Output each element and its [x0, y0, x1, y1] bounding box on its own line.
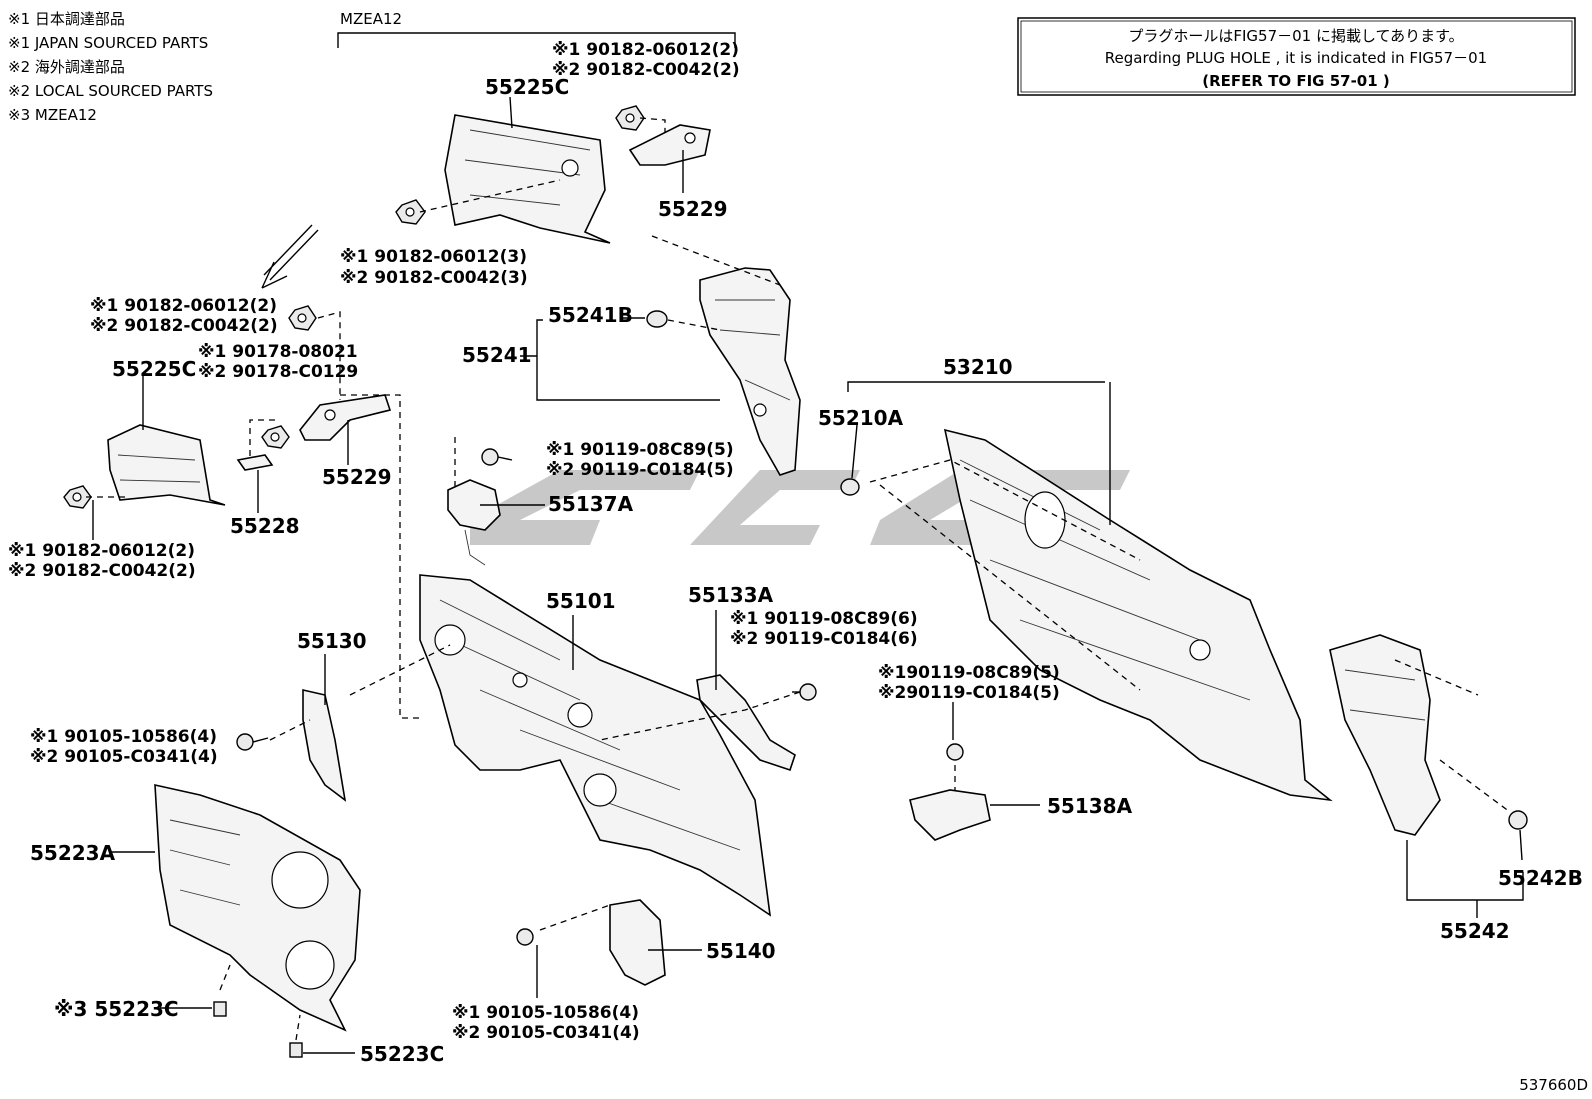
- callout-55101[interactable]: 55101: [546, 589, 616, 613]
- svg-text:※290119-C0184(5): ※290119-C0184(5): [878, 683, 1060, 703]
- part-55133a-shape: [696, 674, 796, 772]
- legend-line-3: ※2 海外調達部品: [8, 58, 125, 76]
- legend-line-5: ※3 MZEA12: [8, 106, 97, 124]
- callout-55223a[interactable]: 55223A: [30, 841, 116, 865]
- leader-lines: [92, 32, 1524, 1054]
- direction-arrow: [261, 224, 319, 289]
- nut-left-lower: [63, 485, 92, 509]
- part-55225c-left-shape: [107, 424, 226, 506]
- note-line-3: (REFER TO FIG 57-01 ): [1202, 72, 1390, 90]
- bracket-label-mzea12: MZEA12: [340, 10, 402, 28]
- part-55229-left-shape: [299, 394, 392, 441]
- callout-55241[interactable]: 55241: [462, 343, 532, 367]
- callout-left-nut[interactable]: ※1 90182-06012(2) ※2 90182-C0042(2): [90, 296, 278, 336]
- part-53210-shape: [943, 428, 1333, 802]
- figure-id: 537660D: [1519, 1076, 1588, 1094]
- callout-55138a[interactable]: 55138A: [1047, 794, 1133, 818]
- svg-text:※190119-08C89(5): ※190119-08C89(5): [878, 663, 1060, 683]
- svg-text:※2 90105-C0341(4): ※2 90105-C0341(4): [452, 1023, 640, 1043]
- bolt-55130: [236, 733, 269, 751]
- clip-55242b: [1508, 810, 1528, 830]
- callout-55228[interactable]: 55228: [230, 514, 300, 538]
- legend: ※1 日本調達部品 ※1 JAPAN SOURCED PARTS ※2 海外調達…: [8, 10, 213, 124]
- callout-bolt-55130[interactable]: ※1 90105-10586(4) ※2 90105-C0341(4): [30, 727, 218, 767]
- callout-55223c-a[interactable]: ※3 55223C: [54, 997, 179, 1021]
- bolt-55137a: [481, 448, 513, 466]
- svg-text:※2 90182-C0042(2): ※2 90182-C0042(2): [90, 316, 278, 336]
- svg-text:※1 90105-10586(4): ※1 90105-10586(4): [452, 1003, 639, 1023]
- legend-line-2: ※1 JAPAN SOURCED PARTS: [8, 34, 208, 52]
- part-55137a-shape: [447, 479, 501, 566]
- part-55223a-shape: [154, 783, 361, 1032]
- svg-text:※2 90182-C0042(2): ※2 90182-C0042(2): [552, 60, 740, 80]
- note-line-1: プラグホールはFIG57－01 に掲載してあります。: [1128, 27, 1463, 45]
- nut-mid: [395, 199, 426, 225]
- callout-left-nut2[interactable]: ※1 90178-08021 ※2 90178-C0129: [198, 342, 358, 382]
- callout-53210[interactable]: 53210: [943, 355, 1013, 379]
- svg-text:※2 90119-C0184(6): ※2 90119-C0184(6): [730, 629, 918, 649]
- callout-lower-left-nut[interactable]: ※1 90182-06012(2) ※2 90182-C0042(2): [8, 541, 196, 581]
- part-55138a-shape: [909, 789, 991, 841]
- callout-55225c-left[interactable]: 55225C: [112, 357, 196, 381]
- part-55241-shape: [699, 267, 801, 476]
- svg-text:※2 90119-C0184(5): ※2 90119-C0184(5): [546, 460, 734, 480]
- callout-55242b[interactable]: 55242B: [1498, 866, 1583, 890]
- svg-text:※2 90105-C0341(4): ※2 90105-C0341(4): [30, 747, 218, 767]
- nut-left-mid: [261, 425, 290, 449]
- part-55228-shape: [236, 454, 274, 471]
- bolt-55140: [516, 928, 534, 946]
- callout-55229-top[interactable]: 55229: [658, 197, 728, 221]
- part-55242-shape: [1329, 634, 1441, 836]
- nut-left-upper: [288, 305, 317, 331]
- callout-bolt-55137a[interactable]: ※1 90119-08C89(5) ※2 90119-C0184(5): [546, 440, 734, 480]
- clip-55210a: [840, 478, 860, 496]
- callout-55242[interactable]: 55242: [1440, 919, 1510, 943]
- svg-text:※2 90178-C0129: ※2 90178-C0129: [198, 362, 358, 382]
- callout-bolt-55140[interactable]: ※1 90105-10586(4) ※2 90105-C0341(4): [452, 1003, 640, 1043]
- callout-55229-left[interactable]: 55229: [322, 465, 392, 489]
- bolt-55138a: [946, 743, 964, 761]
- svg-text:※1 90182-06012(3): ※1 90182-06012(3): [340, 247, 527, 267]
- callout-bolt-55138a[interactable]: ※190119-08C89(5) ※290119-C0184(5): [878, 663, 1060, 703]
- svg-text:※1 90182-06012(2): ※1 90182-06012(2): [8, 541, 195, 561]
- callout-55133a[interactable]: 55133A: [688, 583, 774, 607]
- svg-text:※1 90119-08C89(6): ※1 90119-08C89(6): [730, 609, 918, 629]
- callout-55130[interactable]: 55130: [297, 629, 367, 653]
- callout-55137a[interactable]: 55137A: [548, 492, 634, 516]
- callout-55241b[interactable]: 55241B: [548, 303, 633, 327]
- callout-55225c-top[interactable]: 55225C: [485, 75, 569, 99]
- clip-55223c-a: [213, 1001, 227, 1017]
- svg-text:※2 90182-C0042(2): ※2 90182-C0042(2): [8, 561, 196, 581]
- bolt-55133a: [799, 683, 817, 701]
- part-55130-shape: [302, 688, 347, 802]
- part-55225c-top-shape: [444, 114, 611, 244]
- callout-55223c-b[interactable]: 55223C: [360, 1042, 444, 1066]
- clip-55241b: [646, 310, 668, 328]
- legend-line-4: ※2 LOCAL SOURCED PARTS: [8, 82, 213, 100]
- note-line-2: Regarding PLUG HOLE , it is indicated in…: [1105, 49, 1487, 67]
- watermark-logo: [470, 470, 1130, 545]
- alignment-lines: [86, 117, 1511, 1041]
- callout-55210a[interactable]: 55210A: [818, 406, 904, 430]
- svg-text:※1 90178-08021: ※1 90178-08021: [198, 342, 358, 362]
- callout-55140[interactable]: 55140: [706, 939, 776, 963]
- svg-text:※1 90182-06012(2): ※1 90182-06012(2): [90, 296, 277, 316]
- clip-55223c-b: [289, 1042, 303, 1058]
- legend-line-1: ※1 日本調達部品: [8, 10, 125, 28]
- svg-text:※1 90182-06012(2): ※1 90182-06012(2): [552, 40, 739, 60]
- svg-text:※2 90182-C0042(3): ※2 90182-C0042(3): [340, 268, 528, 288]
- part-55229-top-shape: [628, 124, 711, 166]
- part-55140-shape: [609, 899, 666, 986]
- plug-hole-note-box: プラグホールはFIG57－01 に掲載してあります。 Regarding PLU…: [1017, 17, 1576, 96]
- part-55101-shape: [419, 574, 772, 917]
- callout-bolt-55133a[interactable]: ※1 90119-08C89(6) ※2 90119-C0184(6): [730, 609, 918, 649]
- svg-text:※1 90105-10586(4): ※1 90105-10586(4): [30, 727, 217, 747]
- svg-text:※1 90119-08C89(5): ※1 90119-08C89(5): [546, 440, 734, 460]
- nut-top: [615, 105, 645, 131]
- callout-top-nut[interactable]: ※1 90182-06012(2) ※2 90182-C0042(2): [552, 40, 740, 80]
- callout-mid-nut[interactable]: ※1 90182-06012(3) ※2 90182-C0042(3): [340, 247, 528, 288]
